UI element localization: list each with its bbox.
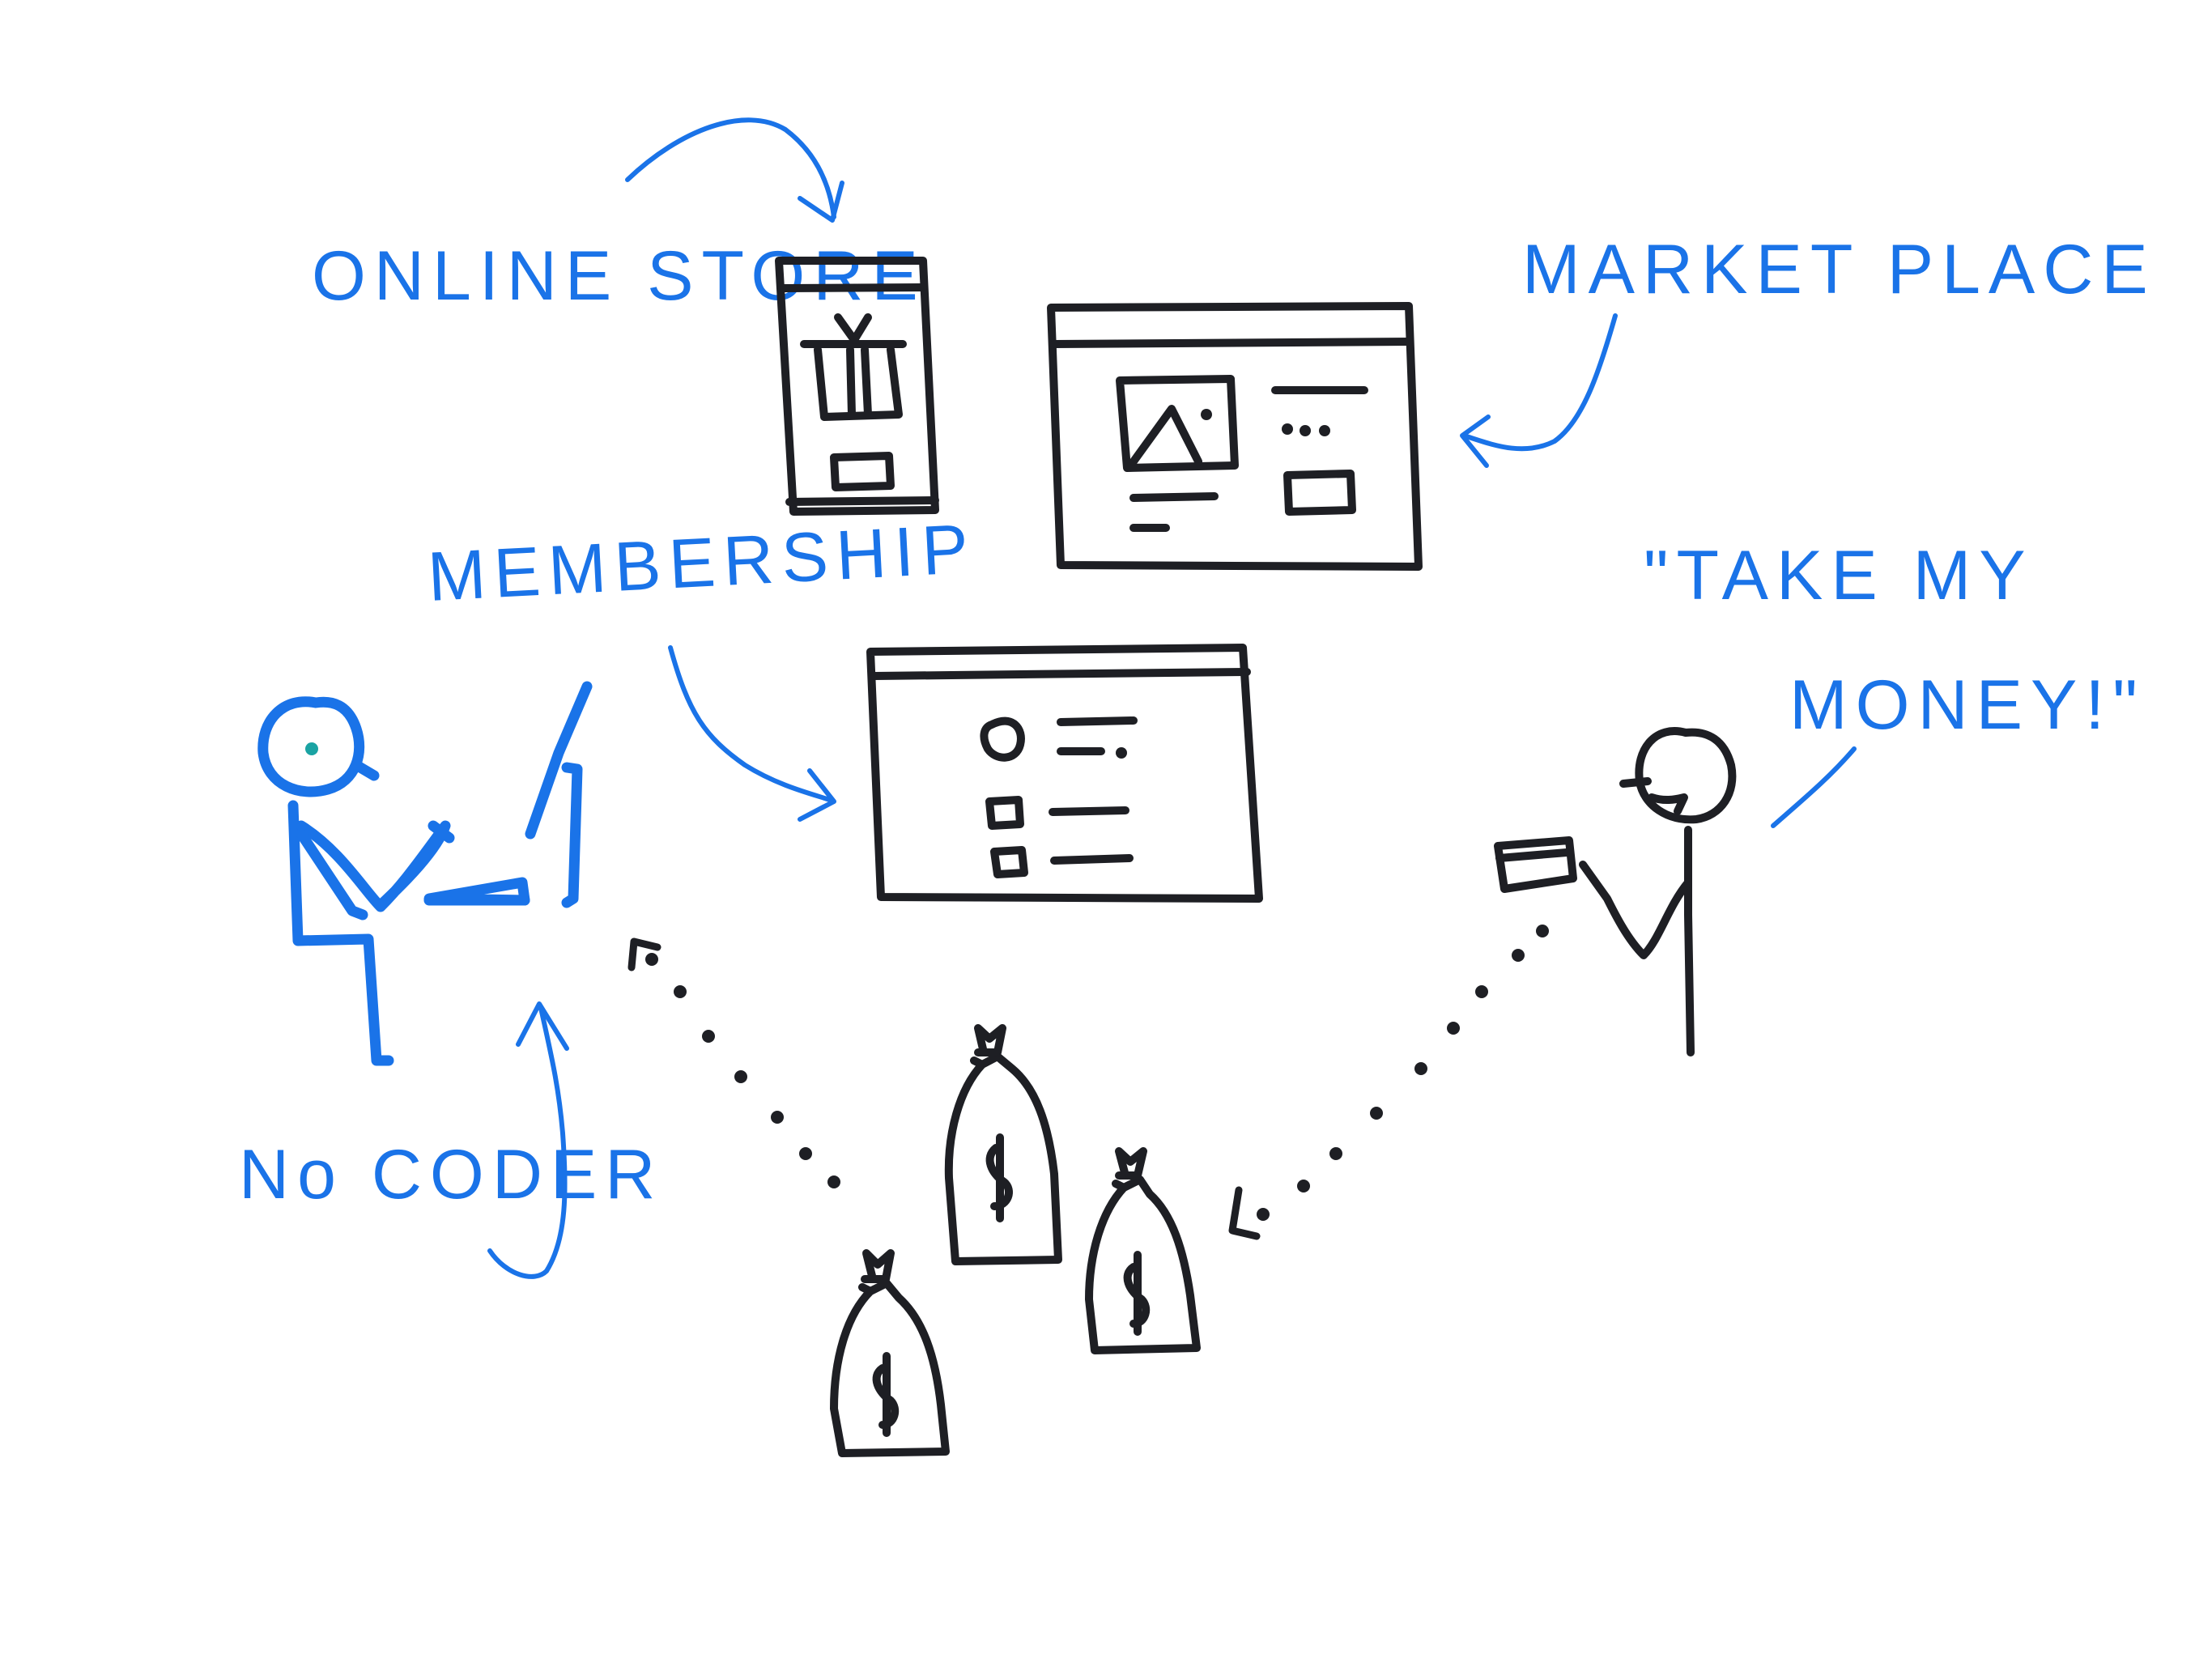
phone-store-icon (775, 257, 939, 516)
arrow-take-my-money (1771, 746, 1857, 828)
eye-icon (305, 742, 318, 755)
take-my-money-label-line1: "TAKE MY (1644, 537, 2034, 614)
person-laptop-icon (257, 681, 593, 1066)
online-store-label: ONLINE STORE (312, 237, 926, 315)
gift-icon (800, 313, 907, 421)
membership-label: MEMBERSHIP (426, 510, 978, 616)
dotted-path-left (627, 937, 840, 1188)
money-bag-icon (1085, 1147, 1201, 1354)
arrow-market-place (1460, 313, 1618, 468)
take-my-money-label-line2: MONEY!" (1789, 666, 2146, 744)
browser-membership-icon (866, 644, 1263, 903)
money-bag-icon (944, 1024, 1062, 1265)
arrow-online-store (625, 117, 844, 223)
arrow-membership (668, 645, 836, 822)
no-coder-label: No CODER (239, 1136, 663, 1214)
person-card-icon (1494, 727, 1737, 1056)
market-place-label: MARKET PLACE (1522, 231, 2156, 308)
credit-card-icon (1494, 836, 1577, 893)
money-bag-icon (830, 1249, 950, 1457)
dotted-path-right (1228, 925, 1549, 1240)
arrow-no-coder (487, 1001, 569, 1279)
image-placeholder-icon (1116, 375, 1239, 472)
browser-marketplace-icon (1047, 302, 1423, 571)
